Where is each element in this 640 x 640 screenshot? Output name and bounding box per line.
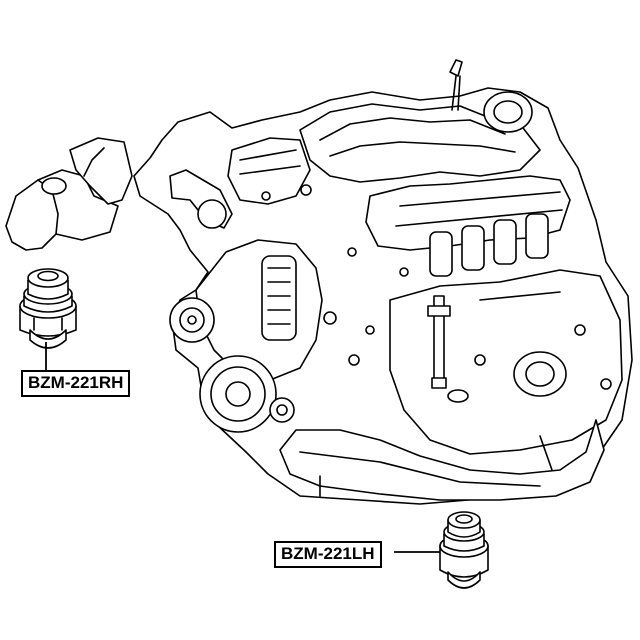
engine-mount-rh	[19, 268, 77, 349]
engine-mount-heat-shield	[5, 137, 133, 251]
part-label-lh: BZM-221LH	[274, 541, 382, 568]
engine-block	[133, 59, 633, 505]
engine-mount-lh	[439, 511, 489, 589]
part-label-rh: BZM-221RH	[21, 370, 131, 397]
